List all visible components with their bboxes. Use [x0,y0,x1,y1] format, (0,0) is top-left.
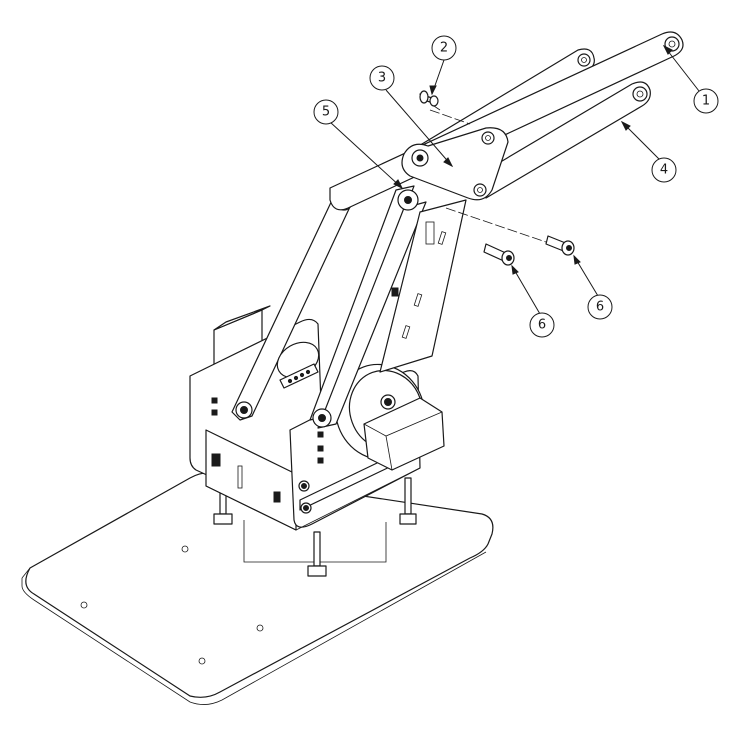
pin-part-2 [419,90,441,111]
callout-4: 4 [620,120,677,183]
screw-upper [545,235,575,256]
side-servo [334,363,445,471]
forearm-link-4 [469,81,651,199]
callout-6-right: 6 [573,254,613,320]
upper-arm [309,185,467,429]
callout-label: 4 [660,163,668,178]
callout-label: 6 [538,318,546,333]
callout-1: 1 [662,44,719,114]
standoffs [213,477,417,577]
callout-label: 3 [378,71,386,86]
callout-label: 6 [596,300,604,315]
screw-lower [483,243,515,266]
callout-2: 2 [429,35,457,96]
callout-3: 3 [369,65,454,168]
callout-label: 1 [702,94,710,109]
triangle-link [401,127,509,201]
callout-5: 5 [313,99,404,190]
callout-label: 2 [440,41,448,56]
callout-6-left: 6 [511,264,555,338]
center-horn [276,341,320,389]
callout-label: 5 [322,105,330,120]
